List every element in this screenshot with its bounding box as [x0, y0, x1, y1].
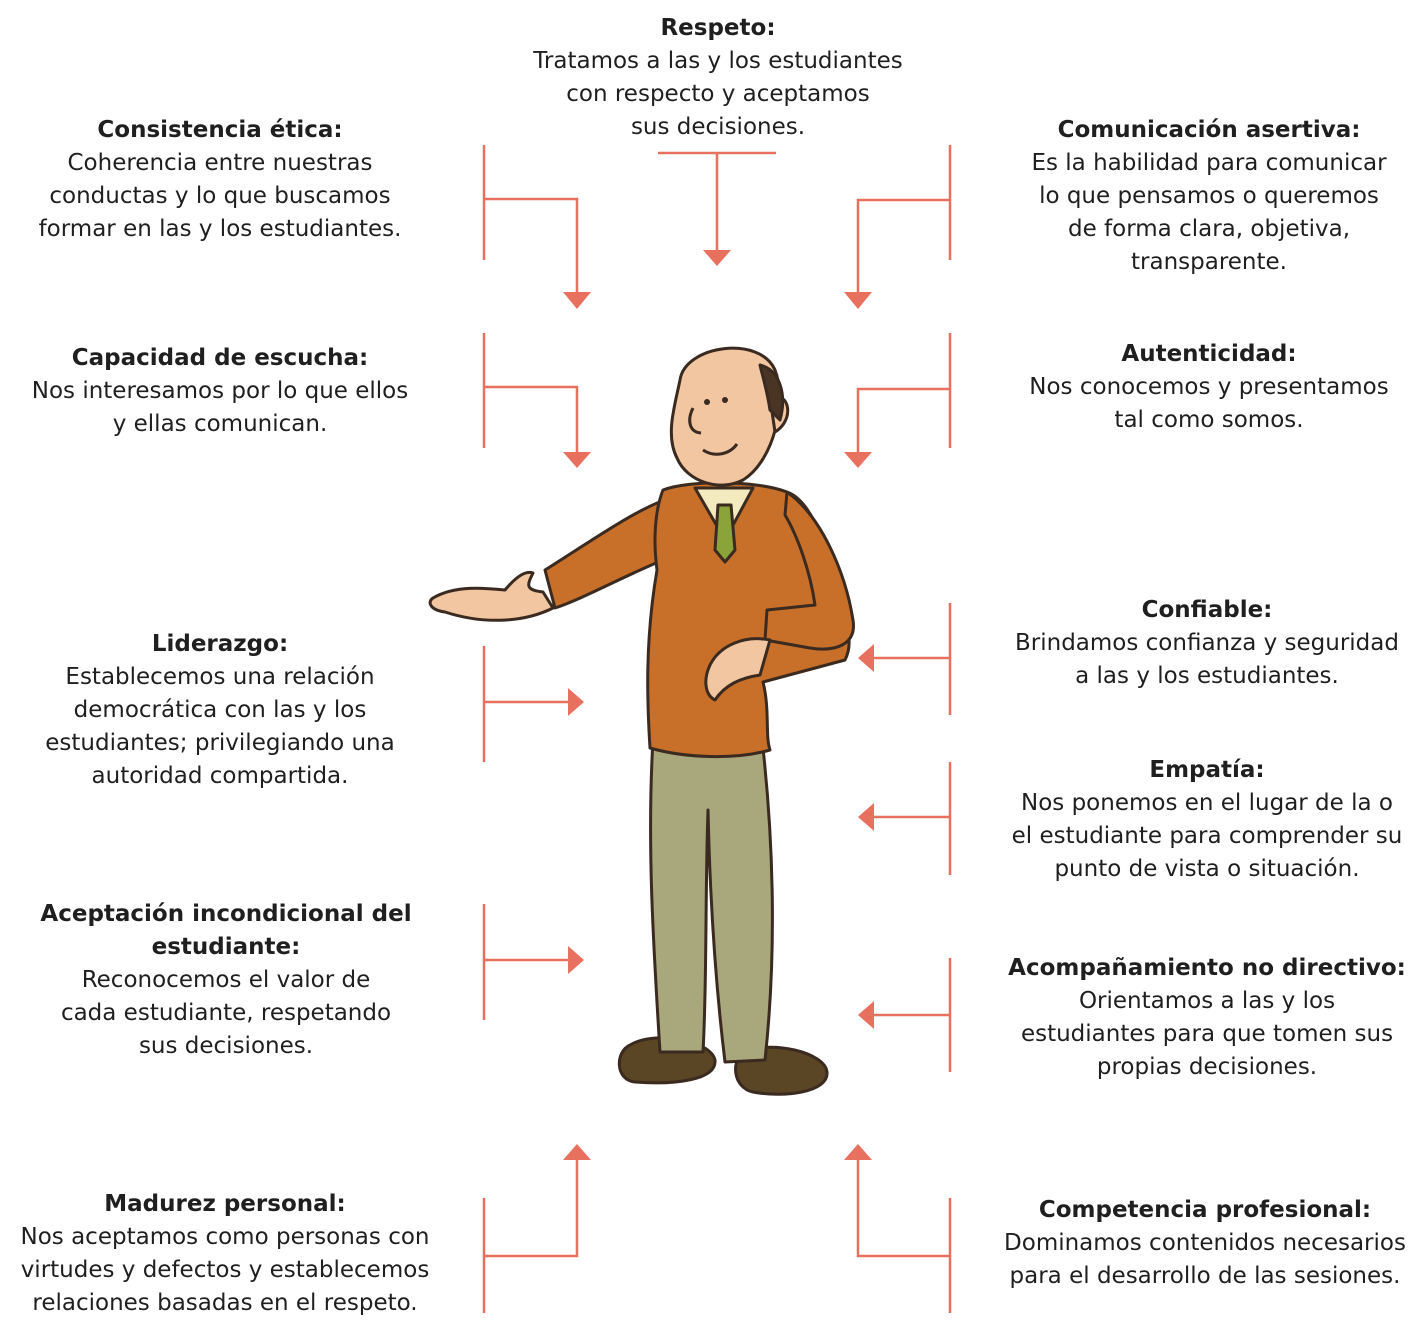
value-title: Comunicación asertiva: — [1057, 117, 1361, 143]
arrow-down-icon — [563, 292, 591, 309]
head — [669, 346, 782, 487]
arrow-down-icon — [703, 250, 731, 266]
arrow-left-icon — [858, 1001, 874, 1029]
value-title: Consistencia ética: — [97, 117, 343, 143]
value-title: Competencia profesional: — [1038, 1197, 1372, 1223]
value-description: Establecemos una relación democrática co… — [45, 664, 395, 789]
value-title: Acompañamiento no directivo: — [1008, 955, 1406, 981]
arrow-right-icon — [568, 688, 584, 716]
value-aceptacion: Aceptación incondicional del estudiante:… — [10, 898, 442, 1063]
value-respeto: Respeto: Tratamos a las y los estudiante… — [508, 12, 928, 144]
value-description: Reconocemos el valor de cada estudiante,… — [60, 967, 392, 1059]
arrow-up-icon — [563, 1144, 591, 1160]
value-description: Coherencia entre nuestras conductas y lo… — [38, 150, 402, 242]
value-confiable: Confiable: Brindamos confianza y segurid… — [996, 594, 1418, 693]
mouth — [702, 443, 739, 456]
arrow-down-icon — [844, 452, 872, 468]
eye — [722, 397, 728, 403]
value-description: Orientamos a las y los estudiantes para … — [1020, 988, 1394, 1080]
left-hand — [428, 570, 555, 622]
connector-comunicacion — [856, 145, 952, 292]
value-description: Es la habilidad para comunicar lo que pe… — [1031, 150, 1387, 275]
value-title: Respeto: — [660, 15, 776, 41]
connector-autenticidad — [856, 333, 952, 452]
value-title: Capacidad de escucha: — [71, 345, 369, 371]
nose — [688, 407, 702, 435]
connector-acompanamiento — [874, 958, 952, 1072]
value-competencia: Competencia profesional: Dominamos conte… — [992, 1194, 1418, 1293]
value-description: Nos aceptamos como personas con virtudes… — [20, 1224, 430, 1316]
trousers — [649, 738, 774, 1064]
arrow-down-icon — [563, 452, 591, 468]
right-hand — [704, 637, 772, 702]
connector-escucha — [482, 333, 579, 452]
value-consistencia: Consistencia ética: Coherencia entre nue… — [10, 114, 430, 246]
connector-confiable — [874, 603, 952, 715]
connector-competencia — [856, 1160, 952, 1313]
teacher-illustration — [428, 346, 855, 1096]
value-description: Nos ponemos en el lugar de la o el estud… — [1011, 790, 1403, 882]
value-title: Madurez personal: — [104, 1191, 346, 1217]
value-description: Tratamos a las y los estudiantes con res… — [533, 48, 903, 140]
value-description: Brindamos confianza y seguridad a las y … — [1015, 630, 1399, 689]
value-description: Nos conocemos y presentamos tal como som… — [1029, 374, 1389, 433]
connector-liderazgo — [482, 646, 568, 762]
connector-empatia — [874, 762, 952, 875]
arrow-left-icon — [858, 803, 874, 831]
eye — [704, 399, 710, 405]
arrow-down-icon — [844, 292, 872, 309]
value-liderazgo: Liderazgo: Establecemos una relación dem… — [10, 628, 430, 793]
tie — [713, 503, 737, 564]
connector-respeto — [658, 151, 776, 250]
arrow-left-icon — [858, 644, 874, 672]
value-title: Autenticidad: — [1121, 341, 1297, 367]
value-title: Aceptación incondicional del estudiante: — [40, 901, 412, 960]
value-description: Dominamos contenidos necesarios para el … — [1004, 1230, 1406, 1289]
value-madurez: Madurez personal: Nos aceptamos como per… — [0, 1188, 450, 1320]
connector-madurez — [482, 1160, 579, 1313]
value-escucha: Capacidad de escucha: Nos interesamos po… — [4, 342, 436, 441]
value-title: Empatía: — [1149, 757, 1265, 783]
value-title: Confiable: — [1141, 597, 1273, 623]
value-acompanamiento: Acompañamiento no directivo: Orientamos … — [996, 952, 1418, 1084]
value-comunicacion: Comunicación asertiva: Es la habilidad p… — [1002, 114, 1416, 279]
connector-consistencia — [482, 145, 579, 292]
hair — [758, 363, 785, 422]
arrow-right-icon — [568, 946, 584, 974]
value-empatia: Empatía: Nos ponemos en el lugar de la o… — [996, 754, 1418, 886]
connector-aceptacion — [482, 904, 568, 1020]
value-description: Nos interesamos por lo que ellos y ellas… — [31, 378, 409, 437]
value-title: Liderazgo: — [151, 631, 289, 657]
arrow-up-icon — [844, 1144, 872, 1160]
value-autenticidad: Autenticidad: Nos conocemos y presentamo… — [1002, 338, 1416, 437]
right-arm — [763, 490, 855, 651]
